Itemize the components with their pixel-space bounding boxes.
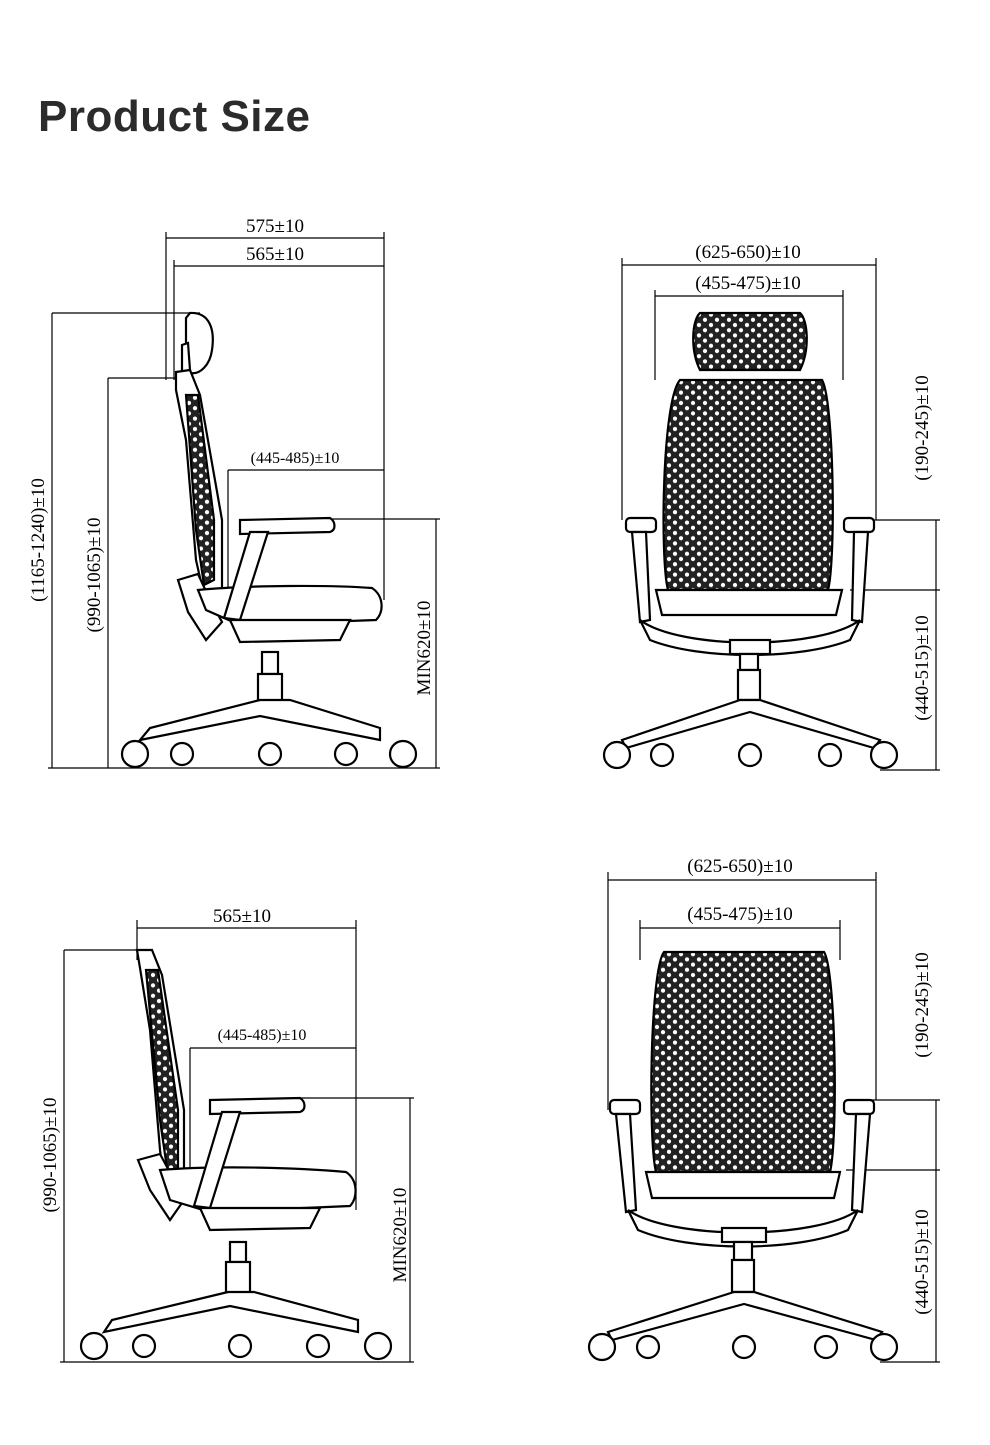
back-height-label: (990-1065)±10: [84, 518, 105, 633]
front-view-without-headrest: (625-650)±10 (455-475)±10 (190-245)±10 (…: [587, 856, 940, 1363]
page-title: Product Size: [38, 92, 311, 141]
arm-to-back-label: (445-485)±10: [251, 450, 340, 467]
arm-height-label: (190-245)±10: [912, 952, 933, 1057]
arm-height-label: (190-245)±10: [912, 375, 933, 480]
back-width-label: (455-475)±10: [687, 904, 792, 925]
seat-depth-label: 565±10: [246, 244, 304, 265]
back-width-label: (455-475)±10: [695, 273, 800, 294]
back-height-label: (990-1065)±10: [40, 1098, 61, 1213]
seat-height-label: (440-515)±10: [912, 1209, 933, 1314]
overall-width-label: (625-650)±10: [687, 856, 792, 877]
overall-width-label: (625-650)±10: [695, 242, 800, 263]
seat-height-label: (440-515)±10: [912, 615, 933, 720]
overall-depth-label: 575±10: [246, 216, 304, 237]
front-view-with-headrest: (625-650)±10 (455-475)±10 (190-245)±10 (…: [602, 242, 940, 771]
arm-to-back-label: (445-485)±10: [218, 1027, 307, 1044]
seat-depth-label: 565±10: [213, 906, 271, 927]
seat-height-label: MIN620±10: [414, 601, 435, 696]
seat-height-label: MIN620±10: [390, 1188, 411, 1283]
side-view-with-headrest: 575±10 565±10 (445-485)±10 (1165-1240)±1…: [28, 216, 440, 769]
total-height-label: (1165-1240)±10: [28, 478, 49, 602]
side-view-without-headrest: 565±10 (445-485)±10 (990-1065)±10 MIN620…: [40, 906, 414, 1363]
